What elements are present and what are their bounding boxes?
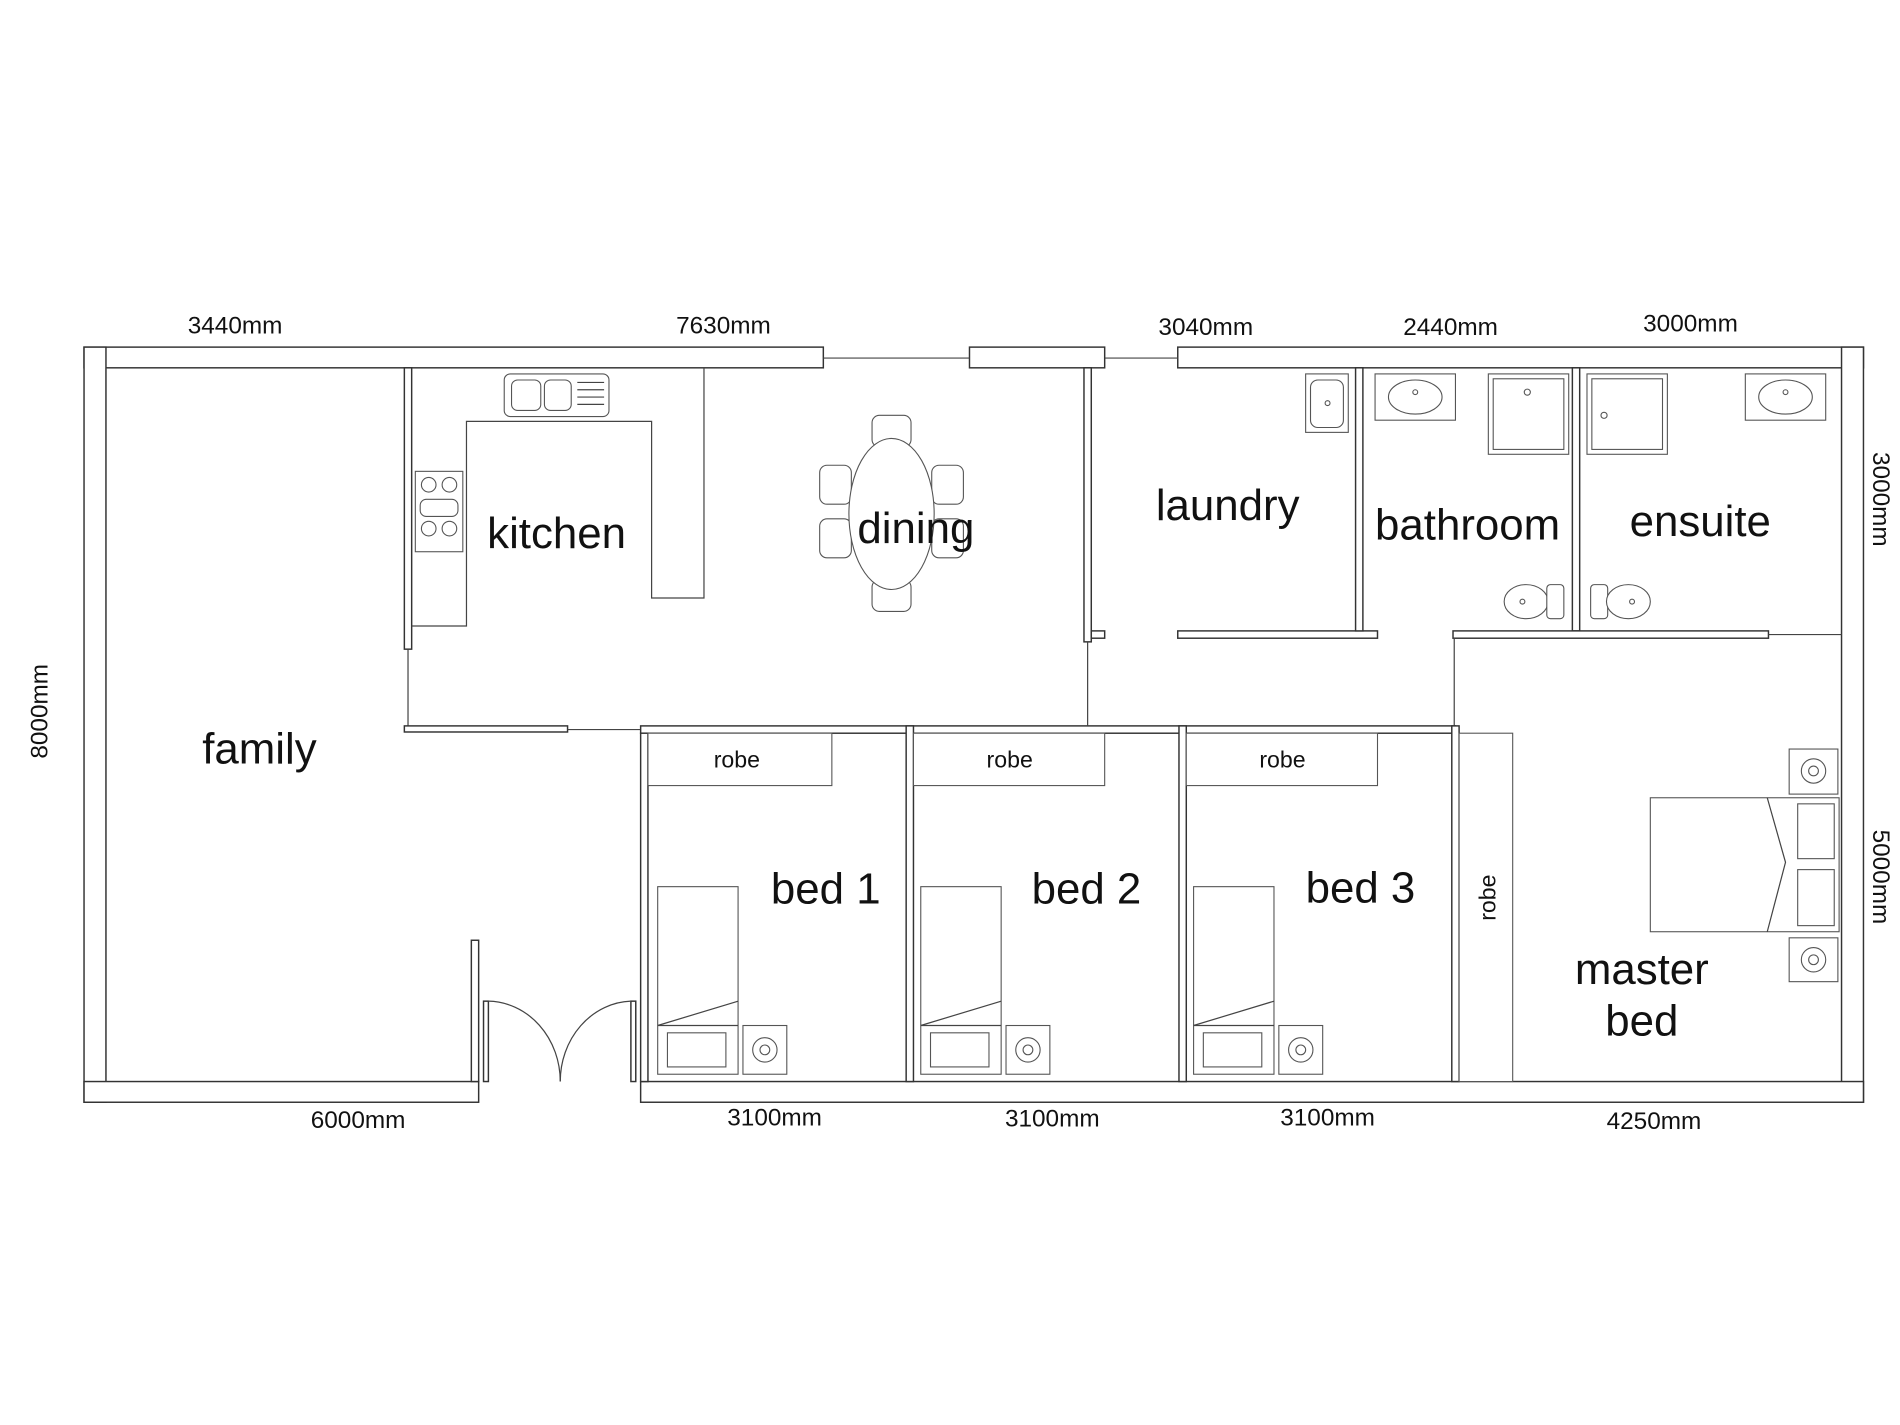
dimension-top-3: 3040mm bbox=[1158, 314, 1253, 341]
dimension-bottom-1: 6000mm bbox=[311, 1107, 406, 1134]
entry-door[interactable] bbox=[470, 939, 637, 1083]
master-bed-furniture bbox=[1649, 748, 1840, 983]
bed-3-furniture bbox=[1193, 886, 1324, 1075]
robes bbox=[647, 732, 1514, 1083]
room-label-dining: dining bbox=[857, 504, 974, 553]
cooktop-icon bbox=[414, 470, 464, 553]
bed-1-furniture bbox=[657, 886, 788, 1075]
ensuite-toilet-icon bbox=[1590, 584, 1651, 620]
dimension-bottom-3: 3100mm bbox=[1005, 1106, 1100, 1133]
dimension-bottom-5: 4250mm bbox=[1607, 1108, 1702, 1135]
room-label-kitchen: kitchen bbox=[487, 509, 626, 558]
ensuite-basin-icon bbox=[1744, 373, 1827, 421]
room-label-bed-1: bed 1 bbox=[771, 865, 881, 914]
bathroom-shower-icon bbox=[1487, 373, 1570, 455]
dining-table-icon bbox=[819, 414, 964, 612]
room-label-laundry: laundry bbox=[1156, 481, 1300, 530]
bathroom-toilet-icon bbox=[1503, 584, 1565, 620]
room-label-bathroom: bathroom bbox=[1375, 501, 1560, 550]
room-label-bed-3: bed 3 bbox=[1306, 864, 1416, 913]
dimension-right-1: 3000mm bbox=[1867, 452, 1894, 547]
room-label-master-bed: bed bbox=[1605, 996, 1678, 1045]
interior-walls bbox=[403, 367, 1842, 1083]
room-label-master: master bbox=[1575, 945, 1709, 994]
sink-icon bbox=[503, 373, 610, 418]
room-label-bed-2: bed 2 bbox=[1032, 865, 1142, 914]
dimension-left: 8000mm bbox=[27, 664, 54, 759]
ensuite-shower-icon bbox=[1586, 373, 1668, 455]
robe-label-master: robe bbox=[1475, 874, 1501, 920]
dimension-bottom-2: 3100mm bbox=[727, 1104, 822, 1131]
dimension-top-2: 7630mm bbox=[676, 313, 771, 340]
robe-label-bed-1: robe bbox=[714, 746, 760, 772]
bed-2-furniture bbox=[920, 886, 1051, 1075]
dimension-top-1: 3440mm bbox=[188, 313, 283, 340]
room-label-ensuite: ensuite bbox=[1630, 497, 1771, 546]
dimension-top-4: 2440mm bbox=[1403, 314, 1498, 341]
kitchen-benches bbox=[411, 367, 705, 627]
exterior-walls bbox=[83, 346, 1865, 1103]
bathroom-basin-icon bbox=[1374, 373, 1456, 421]
dimension-bottom-4: 3100mm bbox=[1280, 1104, 1375, 1131]
robe-label-bed-2: robe bbox=[987, 746, 1033, 772]
room-label-family: family bbox=[202, 725, 317, 774]
dimension-top-5: 3000mm bbox=[1643, 310, 1738, 337]
robe-label-bed-3: robe bbox=[1259, 746, 1305, 772]
laundry-tub-icon bbox=[1305, 373, 1349, 433]
dimension-right-2: 5000mm bbox=[1867, 830, 1894, 925]
